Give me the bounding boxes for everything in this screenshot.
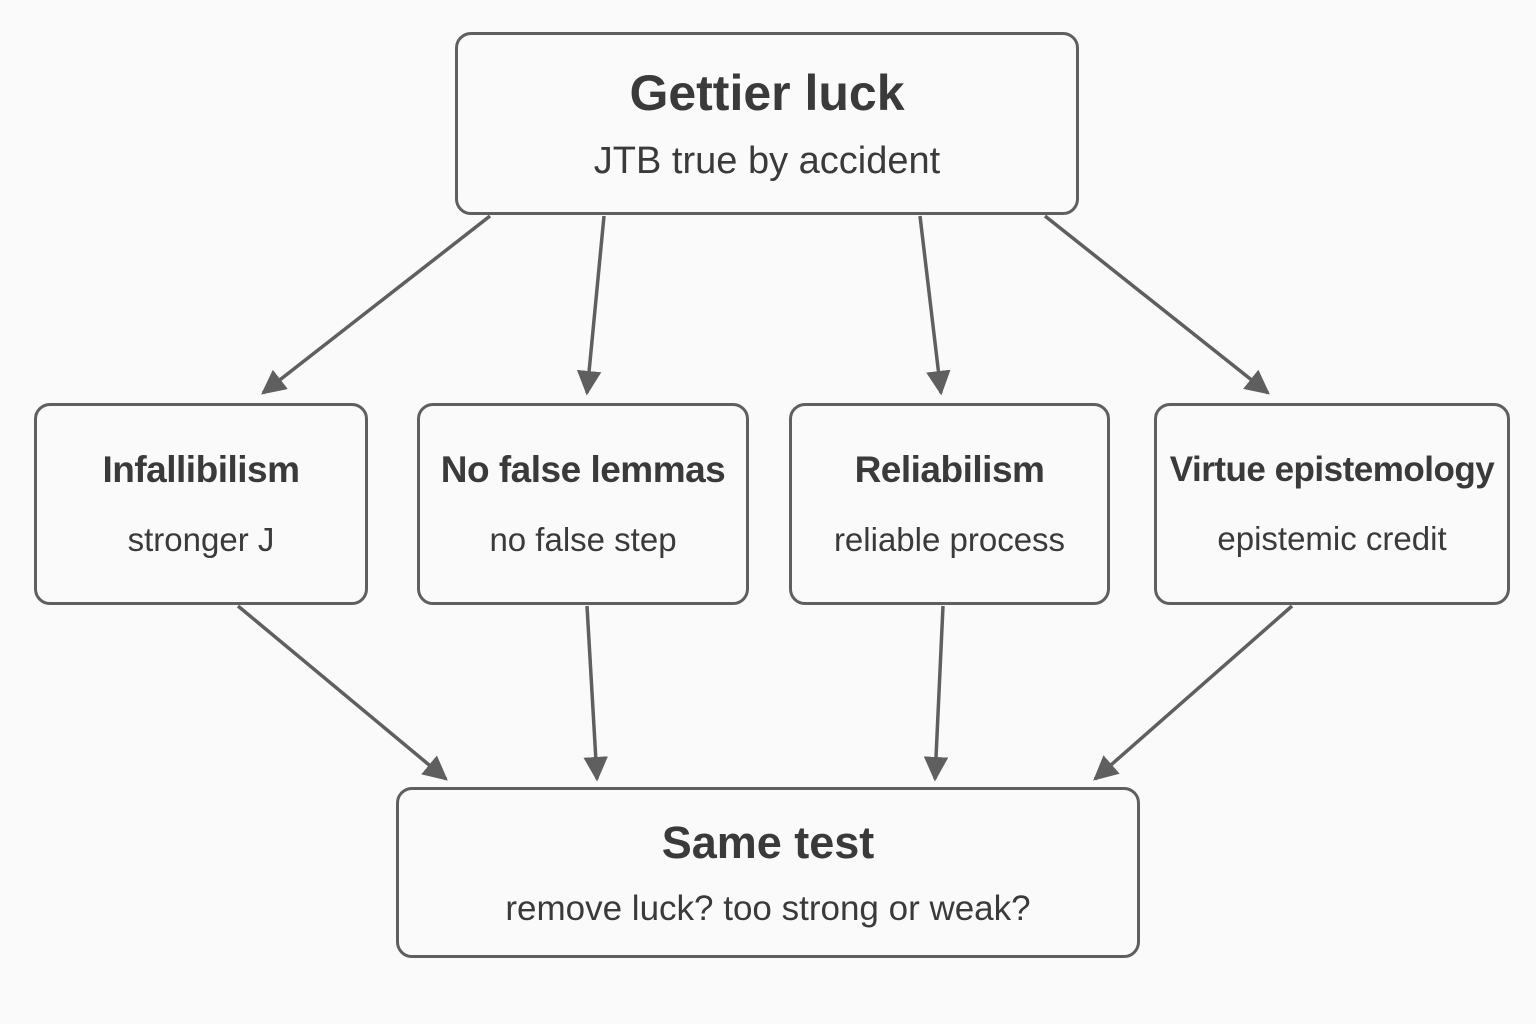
- same-test-node: Same test remove luck? too strong or wea…: [396, 787, 1140, 958]
- infallibilism-subtitle: stronger J: [127, 521, 275, 558]
- reliabilism-subtitle: reliable process: [833, 521, 1066, 558]
- arrow-virtue-epistemology-to-same-test: [1093, 604, 1294, 781]
- gettier-luck-node: Gettier luck JTB true by accident: [455, 32, 1079, 215]
- arrow-reliabilism-to-same-test: [923, 605, 949, 782]
- arrow-top-to-no-false-lemmas: [576, 215, 606, 396]
- virtue-epistemology-node: Virtue epistemology epistemic credit: [1154, 403, 1510, 605]
- virtue-epistemology-title: Virtue epistemology: [1169, 450, 1495, 489]
- no-false-lemmas-title: No false lemmas: [440, 449, 726, 490]
- virtue-epistemology-subtitle: epistemic credit: [1217, 520, 1447, 557]
- infallibilism-title: Infallibilism: [102, 449, 300, 490]
- arrow-top-to-reliabilism: [918, 215, 951, 396]
- gettier-luck-title: Gettier luck: [629, 65, 905, 121]
- arrow-no-false-lemmas-to-same-test: [583, 605, 608, 782]
- same-test-title: Same test: [661, 816, 875, 868]
- gettier-luck-subtitle: JTB true by accident: [593, 140, 941, 182]
- arrow-top-to-virtue-epistemology: [1043, 214, 1270, 395]
- no-false-lemmas-node: No false lemmas no false step: [417, 403, 749, 605]
- infallibilism-node: Infallibilism stronger J: [34, 403, 368, 605]
- arrow-top-to-infallibilism: [261, 214, 492, 395]
- reliabilism-node: Reliabilism reliable process: [789, 403, 1110, 605]
- same-test-subtitle: remove luck? too strong or weak?: [505, 888, 1031, 928]
- no-false-lemmas-subtitle: no false step: [489, 521, 677, 558]
- arrow-infallibilism-to-same-test: [236, 604, 448, 781]
- reliabilism-title: Reliabilism: [854, 449, 1045, 490]
